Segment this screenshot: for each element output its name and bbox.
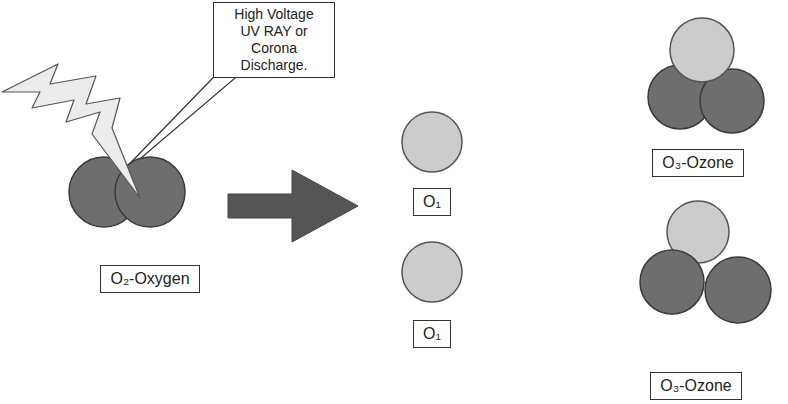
label-box: O₁ bbox=[413, 320, 451, 348]
oxygen-atom bbox=[402, 112, 462, 172]
label-text: O₂-Oxygen bbox=[110, 269, 189, 289]
label-text: O₁ bbox=[423, 324, 441, 344]
oxygen-atom bbox=[705, 257, 771, 323]
label-text: O₃-Ozone bbox=[660, 376, 731, 396]
lightning-bolt bbox=[2, 64, 140, 198]
label-box: O₁ bbox=[413, 188, 451, 216]
oxygen-atom bbox=[640, 250, 704, 314]
label-box: O₂-Oxygen bbox=[100, 265, 199, 293]
label-text: High Voltage UV RAY or Corona Discharge. bbox=[223, 6, 325, 74]
label-box: O₃-Ozone bbox=[652, 149, 743, 177]
reaction-arrow bbox=[228, 170, 358, 242]
label-text: O₁ bbox=[423, 192, 441, 212]
callout-box: High Voltage UV RAY or Corona Discharge. bbox=[213, 2, 335, 78]
label-text: O₃-Ozone bbox=[662, 153, 733, 173]
label-box: O₃-Ozone bbox=[650, 372, 741, 400]
oxygen-atom bbox=[670, 18, 734, 82]
oxygen-atom bbox=[402, 242, 462, 302]
